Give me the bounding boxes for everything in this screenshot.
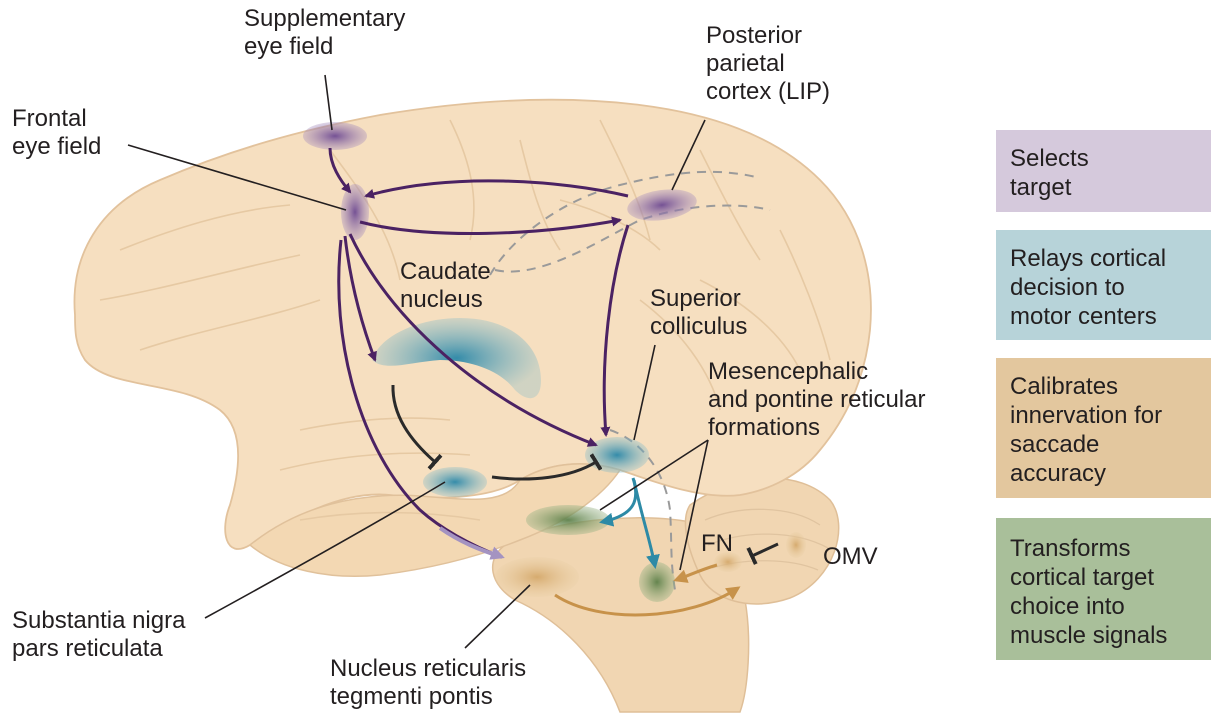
superior-colliculus-region [585, 437, 649, 473]
legend-selects-target: Selects target [996, 134, 1211, 212]
reticular-formation-mesencephalic-region [526, 505, 610, 535]
label-frontal-eye-field: Frontal eye field [12, 105, 101, 161]
omv-region [786, 532, 806, 558]
label-posterior-parietal-cortex: Posterior parietal cortex (LIP) [706, 22, 830, 106]
supplementary-eye-field-region [303, 122, 367, 150]
label-substantia-nigra: Substantia nigra pars reticulata [12, 607, 185, 663]
reticular-formation-pontine-region [639, 562, 675, 602]
label-fn: FN [701, 530, 733, 558]
legend-calibrates-innervation: Calibrates innervation for saccade accur… [996, 362, 1211, 498]
legend-transforms-target-choice: Transforms cortical target choice into m… [996, 524, 1211, 660]
label-omv: OMV [823, 543, 878, 571]
label-caudate-nucleus: Caudate nucleus [400, 258, 491, 314]
legend-relays-cortical-decision: Relays cortical decision to motor center… [996, 234, 1211, 341]
label-reticular-formations: Mesencephalic and pontine reticular form… [708, 358, 925, 442]
label-supplementary-eye-field: Supplementary eye field [244, 5, 405, 61]
label-nrtp: Nucleus reticularis tegmenti pontis [330, 655, 526, 711]
nrtp-region [495, 557, 579, 597]
substantia-nigra-region [423, 467, 487, 497]
label-superior-colliculus: Superior colliculus [650, 285, 747, 341]
frontal-eye-field-region [341, 184, 369, 240]
